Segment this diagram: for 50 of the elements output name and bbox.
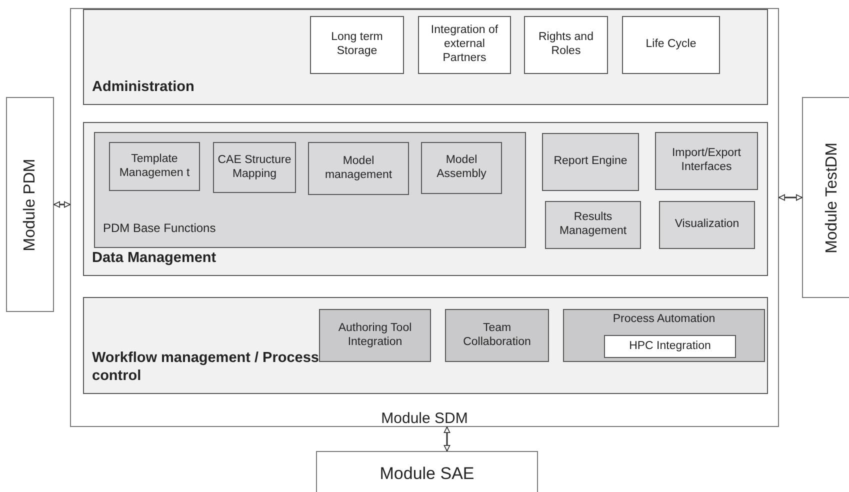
function-box <box>622 16 720 74</box>
function-box <box>94 132 526 248</box>
double-arrow <box>444 426 450 452</box>
box-label: Module SDM <box>380 411 469 426</box>
box-label: Long term Storage <box>330 30 384 59</box>
module-box <box>6 97 54 312</box>
box-label: HPC Integration <box>628 338 712 354</box>
box-label: Module PDM <box>20 158 40 251</box>
box-label: Results Management <box>558 210 628 239</box>
layer-title: Data Management <box>92 250 218 267</box>
function-box <box>308 142 409 195</box>
double-arrow <box>778 194 802 201</box>
layer-panel <box>83 122 768 276</box>
box-label: Module SAE <box>378 464 476 484</box>
function-box <box>563 309 765 362</box>
function-box <box>421 142 502 194</box>
box-label: Import/Export Interfaces <box>670 146 742 175</box>
function-box <box>655 132 758 190</box>
function-box <box>659 201 755 249</box>
double-arrow <box>54 201 70 208</box>
box-label: CAE Structure Mapping <box>216 152 292 182</box>
box-label: Rights and Roles <box>538 30 594 59</box>
function-box <box>445 309 549 362</box>
layer-title: Workflow management / Process control <box>92 350 320 385</box>
function-box <box>604 335 736 358</box>
box-label: Life Cycle <box>644 37 698 52</box>
box-label: Model management <box>324 154 394 182</box>
box-label: Module TestDM <box>822 142 842 253</box>
layer-title: Administration <box>92 78 196 96</box>
box-label: Template Managemen t <box>118 152 191 180</box>
box-label: PDM Base Functions <box>103 220 216 235</box>
function-box <box>545 201 641 249</box>
function-box <box>418 16 511 74</box>
box-label: Visualization <box>674 217 740 232</box>
box-label: Team Collaboration <box>462 320 532 350</box>
layer-panel <box>83 297 768 394</box>
module-frame <box>70 8 779 427</box>
box-label: Model Assembly <box>436 153 488 182</box>
function-box <box>542 133 639 191</box>
function-box <box>310 16 404 74</box>
box-label: Integration of external Partners <box>430 23 500 66</box>
function-box <box>213 142 296 193</box>
function-box <box>319 309 431 362</box>
module-box <box>802 97 849 298</box>
box-label: Authoring Tool Integration <box>337 320 413 350</box>
box-label: Process Automation <box>612 313 716 327</box>
function-box <box>524 16 608 74</box>
box-label: Report Engine <box>552 154 628 170</box>
layer-panel <box>83 9 768 105</box>
function-box <box>109 142 200 191</box>
